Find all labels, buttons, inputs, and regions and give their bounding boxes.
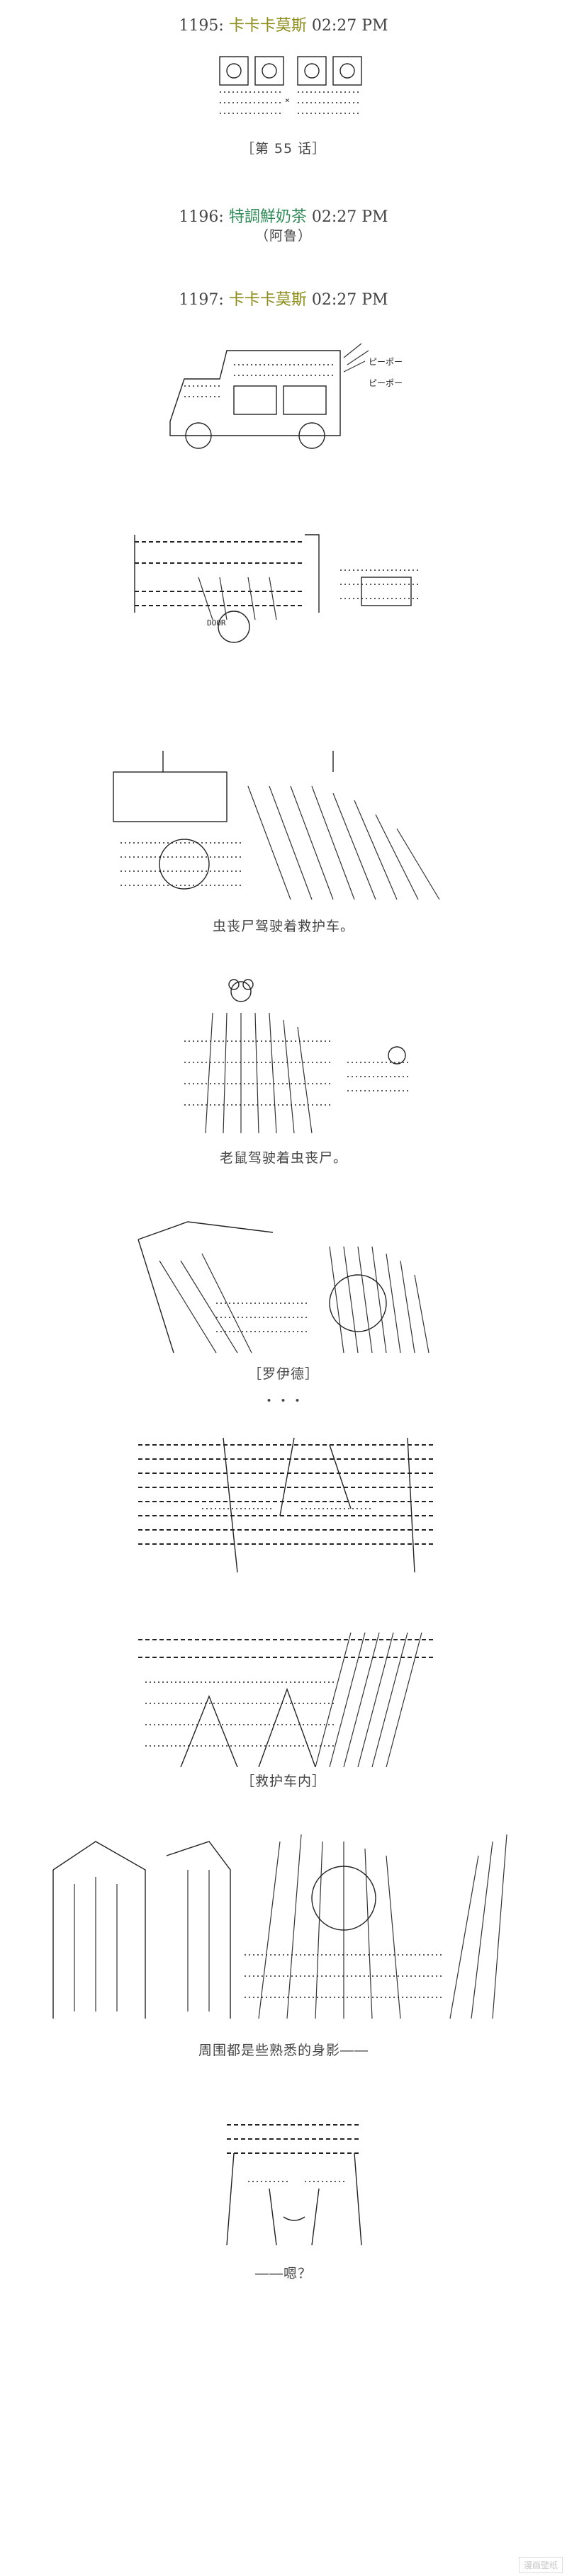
sfx-door: DOOR xyxy=(207,618,226,628)
ascii-art-final-closeup xyxy=(213,2111,376,2252)
ascii-art-striped-closeup xyxy=(138,1431,436,1572)
ascii-art-ambulance-inside xyxy=(138,1625,436,1767)
ascii-art-ambulance: ピーポー ピーポー xyxy=(156,336,432,457)
ascii-art-familiar-figures xyxy=(46,1827,528,2026)
sfx-siren-2: ピーポー xyxy=(369,378,403,388)
post-header-1197: 1197: 卡卡卡莫斯 02:27 PM xyxy=(0,287,567,310)
poster-name[interactable]: 特調鮮奶茶 xyxy=(228,208,307,226)
ascii-art-cast-icons: × xyxy=(206,50,369,127)
watermark: 漫画壁纸 xyxy=(518,2557,563,2573)
post-header-1195: 1195: 卡卡卡莫斯 02:27 PM xyxy=(0,13,567,35)
surrounded-caption: 周围都是些熟悉的身影―― xyxy=(198,2043,369,2058)
post-number: 1195: xyxy=(179,17,224,35)
post-time: 02:27 PM xyxy=(311,208,388,226)
mouse-driving-caption: 老鼠驾驶着虫丧尸。 xyxy=(219,1150,347,1166)
svg-text:×: × xyxy=(285,96,290,105)
ascii-art-ambulance-passengers: DOOR xyxy=(128,521,439,652)
episode-caption: ［第 55 话］ xyxy=(240,141,327,157)
ascii-art-lloyd xyxy=(131,1218,436,1360)
poster-name[interactable]: 卡卡卡莫斯 xyxy=(228,291,307,309)
poster-name[interactable]: 卡卡卡莫斯 xyxy=(228,17,307,35)
ascii-art-mouse-driving xyxy=(170,970,425,1147)
post-number: 1196: xyxy=(179,208,224,226)
post-header-1196: 1196: 特調鮮奶茶 02:27 PM xyxy=(0,204,567,227)
huh-caption: ――嗯？ xyxy=(254,2266,312,2281)
dots-caption: ・・・ xyxy=(262,1393,305,1409)
ascii-art-zombie-driving xyxy=(106,744,461,907)
sfx-siren-1: ピーポー xyxy=(369,357,403,367)
ambulance-inside-caption: ［救护车内］ xyxy=(240,1774,326,1789)
post-time: 02:27 PM xyxy=(311,291,388,309)
lloyd-caption: ［罗伊德］ xyxy=(247,1366,319,1382)
post-number: 1197: xyxy=(179,291,224,309)
zombie-driving-caption: 虫丧尸驾驶着救护车。 xyxy=(212,919,354,934)
post-time: 02:27 PM xyxy=(311,17,388,35)
post-1196-sub: （阿鲁） xyxy=(254,228,312,244)
